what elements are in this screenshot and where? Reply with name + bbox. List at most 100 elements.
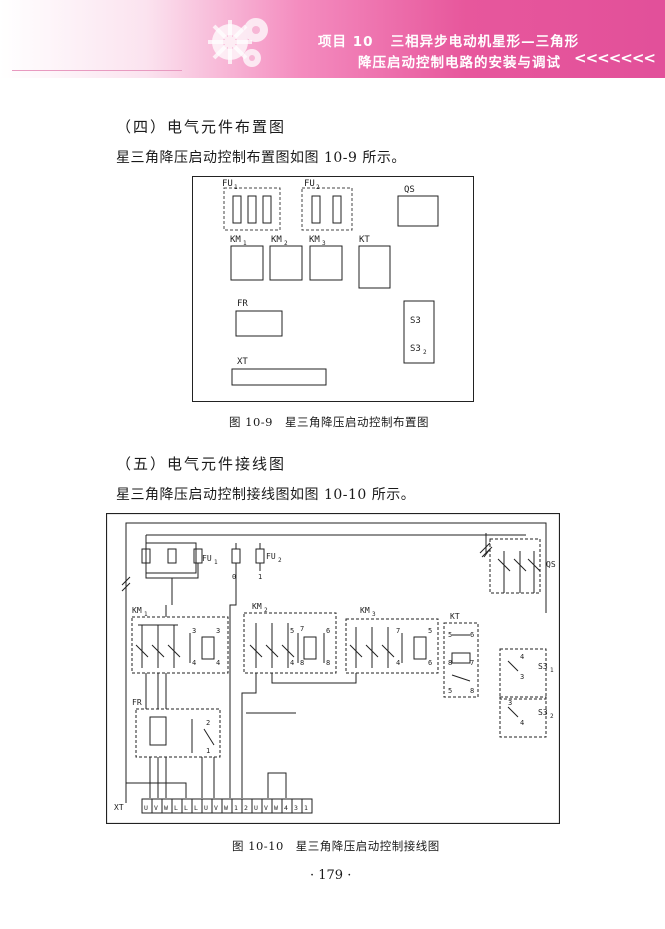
wiring-km3-label: KM (360, 606, 370, 615)
layout-sb1-label: S3 (410, 316, 421, 326)
kt-num-2: 8 (448, 659, 452, 667)
layout-fr (235, 310, 283, 337)
wiring-sb2-label: S3 (538, 708, 548, 717)
layout-fr-label: FR (237, 299, 248, 309)
sb-num-1: 3 (520, 673, 524, 681)
xt-terminal-13: W (274, 804, 278, 812)
wiring-xt-label: XT (114, 803, 124, 812)
wiring-km1-label: KM (132, 606, 142, 615)
figure-10-9-caption: 图 10-9 星三角降压启动控制布置图 (229, 415, 429, 429)
layout-kt (358, 245, 391, 289)
fr-num-0: 2 (206, 719, 210, 727)
layout-fu1-b (247, 195, 257, 224)
wiring-fu1-label: FU (202, 554, 212, 563)
xt-terminal-8: W (224, 804, 228, 812)
wiring-fu1-sub: 1 (214, 559, 218, 566)
layout-kt-label: KT (359, 235, 370, 245)
layout-fu2-frame (301, 187, 353, 231)
wiring-qs-label: QS (546, 560, 556, 569)
km2-num-3: 8 (300, 659, 304, 667)
header-rule (12, 70, 182, 71)
layout-xt-label: XT (237, 357, 248, 367)
layout-qs (397, 195, 439, 227)
page-number: · 179 · (310, 868, 352, 883)
xt-terminal-10: 2 (244, 804, 248, 812)
layout-sb (403, 300, 435, 364)
layout-km1-label: KM (230, 235, 241, 245)
km2-num-2: 7 (300, 625, 304, 633)
layout-km3 (309, 245, 343, 281)
header-title-line1: 项目 10 三相异步电动机星形—三角形 (318, 30, 579, 50)
xt-terminal-16: 1 (304, 804, 308, 812)
xt-terminal-0: U (144, 804, 148, 812)
layout-fu2-label: FU (304, 179, 315, 189)
wiring-km3-sub: 3 (372, 611, 376, 618)
xt-terminal-11: U (254, 804, 258, 812)
wiring-sb2-sub: 2 (550, 713, 554, 720)
kt-num-3: 7 (470, 659, 474, 667)
layout-xt (231, 368, 327, 386)
xt-terminal-12: V (264, 804, 268, 812)
xt-terminal-3: L (174, 804, 178, 812)
layout-sb2-sub: 2 (423, 349, 427, 356)
gear-icon (208, 18, 268, 67)
wiring-km1-sub: 1 (144, 611, 148, 618)
km2-num-4: 6 (326, 627, 330, 635)
layout-km1 (230, 245, 264, 281)
km2-num-1: 4 (290, 659, 294, 667)
km2-num-0: 5 (290, 627, 294, 635)
wiring-diagram: FU 1 FU 2 0 1 QS KM 1 KM 2 KM 3 KT FR S3… (106, 513, 560, 824)
layout-km3-label: KM (309, 235, 320, 245)
kt-num-5: 8 (470, 687, 474, 695)
xt-terminal-14: 4 (284, 804, 288, 812)
project-label: 项目 10 (318, 34, 374, 50)
km2-terminal-numbers: 5 4 7 8 6 8 (290, 625, 330, 667)
layout-km1-sub: 1 (243, 240, 247, 247)
header-title-text-1: 三相异步电动机星形—三角形 (390, 34, 580, 50)
layout-km2-label: KM (271, 235, 282, 245)
xt-terminal-7: V (214, 804, 218, 812)
xt-terminal-15: 3 (294, 804, 298, 812)
fr-terminal-numbers: 21 (206, 719, 210, 755)
section4-title: （四）电气元件布置图 (116, 118, 287, 136)
wiring-fu2-num-0: 0 (232, 573, 236, 581)
km1-num-1: 4 (192, 659, 196, 667)
wiring-fr-label: FR (132, 698, 142, 707)
layout-fu2-a (311, 195, 321, 224)
xt-terminal-5: L (194, 804, 198, 812)
section4-intro: 星三角降压启动控制布置图如图 10-9 所示。 (116, 150, 406, 166)
layout-sb2-label: S3 (410, 344, 421, 354)
xt-terminal-1: V (154, 804, 158, 812)
layout-qs-label: QS (404, 185, 415, 195)
wiring-fu2-num-1: 1 (258, 573, 262, 581)
km1-num-3: 4 (216, 659, 220, 667)
layout-fu2-b (332, 195, 342, 224)
header-title-line2: 降压启动控制电路的安装与调试 (358, 55, 561, 71)
xt-terminal-6: U (204, 804, 208, 812)
wiring-km2-sub: 2 (264, 607, 268, 614)
km1-num-0: 3 (192, 627, 196, 635)
km2-num-5: 8 (326, 659, 330, 667)
section5-title: （五）电气元件接线图 (116, 455, 287, 473)
wiring-fu2-sub: 2 (278, 557, 282, 564)
wiring-sb1-label: S3 (538, 662, 548, 671)
layout-km3-sub: 3 (322, 240, 326, 247)
km3-num-1: 4 (396, 659, 400, 667)
xt-terminal-9: 1 (234, 804, 238, 812)
sb-num-0: 4 (520, 653, 524, 661)
wiring-km2-label: KM (252, 602, 262, 611)
km3-num-3: 6 (428, 659, 432, 667)
section5-intro: 星三角降压启动控制接线图如图 10-10 所示。 (116, 487, 416, 503)
chevrons-decoration: <<<<<<< (574, 49, 656, 67)
km3-num-2: 5 (428, 627, 432, 635)
figure-10-10-caption: 图 10-10 星三角降压启动控制接线图 (232, 839, 440, 853)
layout-km2-sub: 2 (284, 240, 288, 247)
fr-num-1: 1 (206, 747, 210, 755)
layout-km2 (269, 245, 303, 281)
wiring-fu2-label: FU (266, 552, 276, 561)
